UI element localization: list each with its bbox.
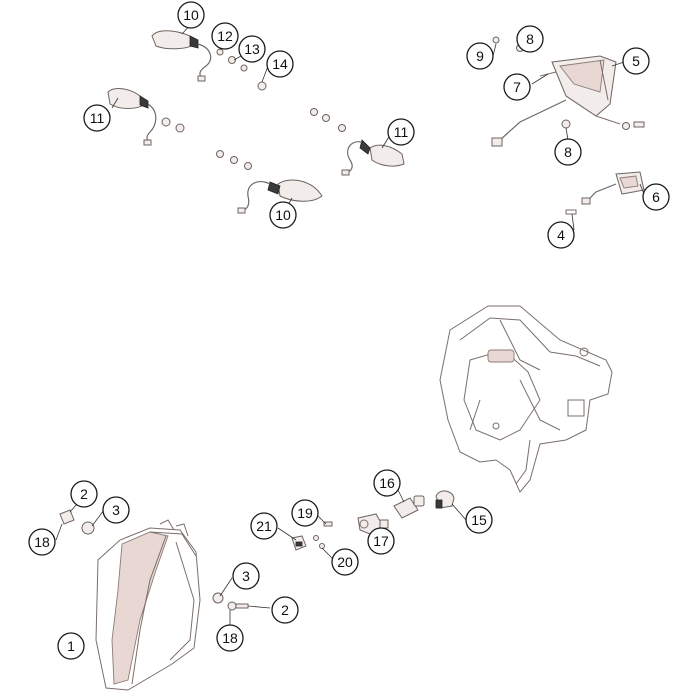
- callout-label: 12: [217, 28, 233, 44]
- bulb-15: [435, 490, 455, 509]
- fasteners-left: [59, 509, 249, 611]
- callout-label: 11: [90, 110, 105, 126]
- callout-label: 18: [222, 630, 238, 646]
- callout-label: 13: [244, 41, 260, 57]
- bulb-socket-16: [393, 495, 425, 519]
- callout-2: 2: [271, 596, 299, 624]
- turn-signal-rear-left: [107, 88, 185, 146]
- callout-3: 3: [102, 496, 130, 524]
- callout-label: 14: [272, 56, 288, 72]
- turn-signal-rear-right: [310, 108, 405, 176]
- callout-19: 19: [291, 499, 319, 527]
- callout-label: 1: [67, 638, 75, 654]
- callout-8: 8: [516, 25, 544, 53]
- callout-7: 7: [503, 73, 531, 101]
- callout-12: 12: [211, 22, 239, 50]
- callout-label: 19: [297, 505, 313, 521]
- callout-6: 6: [642, 183, 670, 211]
- license-plate-light: [565, 171, 645, 215]
- callout-9: 9: [466, 42, 494, 70]
- callout-15: 15: [465, 506, 493, 534]
- callout-1: 1: [57, 632, 85, 660]
- callout-label: 2: [281, 602, 289, 618]
- callout-label: 11: [394, 124, 409, 140]
- callout-label: 3: [242, 568, 250, 584]
- callout-13: 13: [238, 35, 266, 63]
- callout-label: 8: [526, 31, 534, 47]
- headlight-bracket-frame: [439, 305, 613, 493]
- callout-16: 16: [373, 469, 401, 497]
- callout-label: 20: [337, 554, 353, 570]
- callout-18: 18: [216, 624, 244, 652]
- callout-8: 8: [554, 138, 582, 166]
- callout-label: 8: [564, 144, 572, 160]
- callout-label: 7: [513, 79, 521, 95]
- callout-14: 14: [266, 50, 294, 78]
- callout-17: 17: [367, 527, 395, 555]
- callout-11: 11: [387, 118, 415, 146]
- callout-label: 6: [652, 189, 660, 205]
- headlight-unit: [95, 519, 201, 691]
- callout-label: 5: [632, 53, 640, 69]
- callout-label: 10: [275, 207, 291, 223]
- callout-5: 5: [622, 47, 650, 75]
- callout-18: 18: [28, 528, 56, 556]
- callout-label: 16: [379, 475, 395, 491]
- callout-10: 10: [269, 201, 297, 229]
- callout-21: 21: [250, 512, 278, 540]
- callout-label: 9: [476, 48, 484, 64]
- callout-label: 2: [80, 486, 88, 502]
- callout-10: 10: [177, 1, 205, 29]
- turn-signal-front-right: [216, 150, 323, 214]
- callout-20: 20: [331, 548, 359, 576]
- small-parts-19-20-21: [291, 521, 333, 551]
- washer-nut-group-top: [216, 48, 267, 91]
- callout-label: 18: [34, 534, 50, 550]
- callout-label: 17: [373, 533, 389, 549]
- callout-11: 11: [83, 104, 111, 132]
- callout-3: 3: [232, 562, 260, 590]
- callout-label: 4: [557, 227, 565, 243]
- callout-label: 10: [183, 7, 199, 23]
- callout-label: 21: [256, 518, 272, 534]
- callout-2: 2: [70, 480, 98, 508]
- tail-light-assembly: [491, 55, 645, 147]
- callout-label: 3: [112, 502, 120, 518]
- callout-label: 15: [471, 512, 487, 528]
- callout-4: 4: [547, 221, 575, 249]
- turn-signal-front-left: [151, 30, 212, 82]
